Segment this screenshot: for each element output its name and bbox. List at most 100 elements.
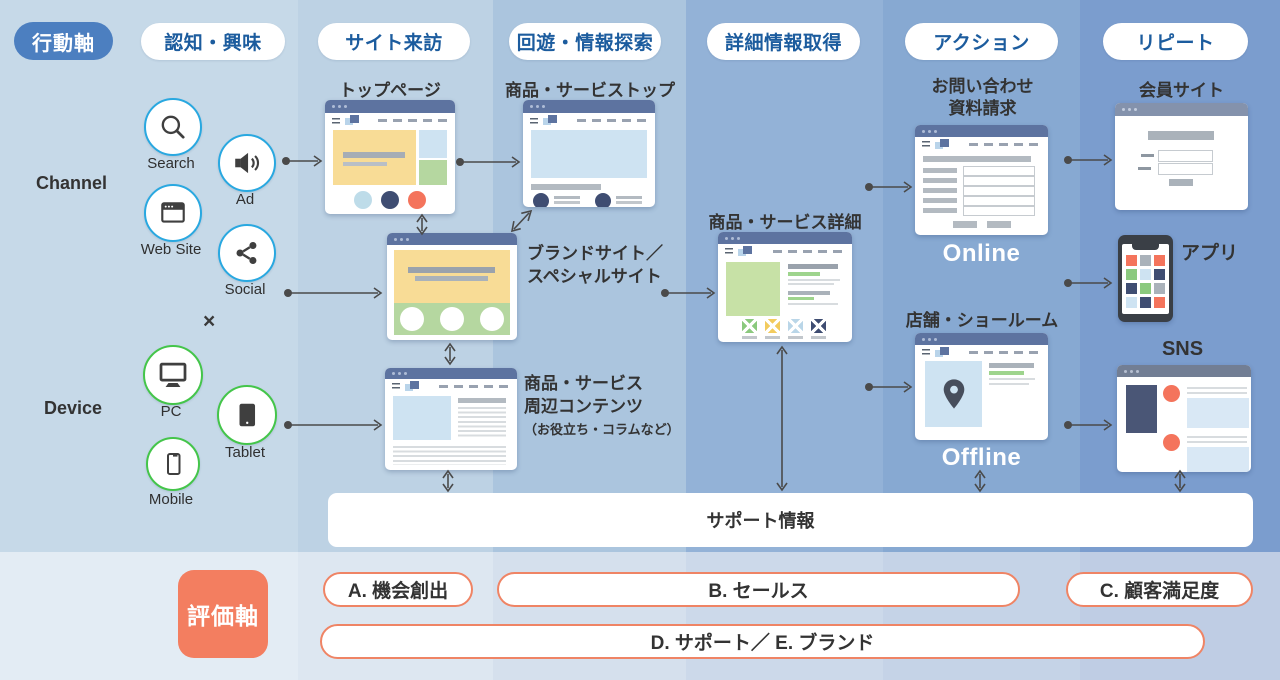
thumbnail-navy	[811, 319, 826, 333]
member-site-mockup	[1115, 103, 1248, 210]
sns-label: SNS	[1161, 338, 1204, 360]
form-label	[1138, 167, 1151, 170]
hero-text-line	[343, 162, 387, 166]
app-phone-mockup	[1118, 235, 1173, 322]
app-tile	[1126, 269, 1137, 280]
app-tile	[1140, 283, 1151, 294]
app-tile	[1154, 255, 1165, 266]
post-media	[1187, 398, 1249, 428]
caption-line	[765, 336, 780, 339]
thumbnail-yellow	[765, 319, 780, 333]
evaluation-pill-b: B. セールス	[497, 572, 1020, 607]
map-block	[925, 361, 982, 427]
app-tile	[1126, 283, 1137, 294]
hero-block	[531, 130, 647, 178]
caption-line	[811, 336, 826, 339]
device-label: Device	[44, 398, 103, 418]
stage-action: アクション	[905, 23, 1058, 60]
search-icon	[158, 112, 188, 142]
brand-site-line1: ブランドサイト／	[527, 244, 663, 263]
text-bar	[989, 363, 1034, 368]
form-input	[963, 176, 1035, 186]
social-channel	[218, 224, 276, 282]
site-logo	[345, 115, 359, 125]
nav-menu-dashes	[378, 119, 448, 122]
side-block	[419, 160, 447, 185]
menu-icon	[332, 118, 340, 124]
browser-titlebar	[385, 368, 517, 379]
accent-bar	[788, 272, 820, 276]
footer-circle	[440, 307, 464, 331]
form-label	[923, 198, 957, 203]
caption-line	[742, 336, 757, 339]
evaluation-pill-c: C. 顧客満足度	[1066, 572, 1253, 607]
app-tile	[1126, 255, 1137, 266]
nav-menu-dashes	[969, 351, 1039, 354]
column-browse-bg	[493, 0, 686, 552]
sns-mockup	[1117, 365, 1251, 472]
social-label: Social	[224, 281, 266, 298]
related-content-mockup	[385, 368, 517, 470]
app-tile	[1140, 297, 1151, 308]
app-tile	[1154, 297, 1165, 308]
product-image-block	[726, 262, 780, 316]
store-mockup	[915, 333, 1048, 440]
nav-menu-dashes	[439, 385, 509, 388]
nav-menu-dashes	[773, 250, 843, 253]
browser-icon	[158, 198, 188, 228]
evaluation-axis-badge: 評価軸	[178, 570, 268, 658]
stage-awareness: 認知・興味	[141, 23, 285, 60]
evaluation-pill-d: D. サポート／ E. ブランド	[320, 624, 1205, 659]
evaluation-pill-a: A. 機会創出	[323, 572, 473, 607]
feature-circle	[354, 191, 372, 209]
menu-icon	[392, 383, 400, 389]
feature-circle	[408, 191, 426, 209]
text-lines	[458, 407, 506, 438]
form-label	[923, 188, 957, 193]
speaker-icon	[232, 148, 262, 178]
app-tile	[1140, 269, 1151, 280]
related-content-line1: 商品・サービス	[524, 374, 643, 393]
contact-line2: 資料請求	[948, 99, 1017, 118]
browser-titlebar	[387, 233, 517, 245]
form-button	[987, 221, 1011, 228]
footer-circle	[480, 307, 504, 331]
stage-repeat: リピート	[1103, 23, 1248, 60]
text-bar	[531, 184, 601, 190]
app-tile	[1126, 297, 1137, 308]
support-info-bar: サポート情報	[328, 493, 1253, 547]
post-avatar	[1163, 434, 1180, 451]
tablet-label: Tablet	[224, 444, 266, 461]
browser-titlebar	[1115, 103, 1248, 116]
browser-titlebar	[718, 232, 852, 244]
form-button	[1169, 179, 1193, 186]
stage-site-visit: サイト来訪	[318, 23, 470, 60]
map-pin-icon	[941, 378, 967, 411]
online-label: Online	[942, 240, 1021, 267]
stage-browse-search: 回遊・情報探索	[509, 23, 661, 60]
store-label: 店舗・ショールーム	[905, 311, 1059, 330]
image-block	[393, 396, 451, 440]
multiply-symbol: ×	[203, 310, 216, 333]
browser-titlebar	[915, 125, 1048, 137]
form-input	[963, 206, 1035, 216]
form-label	[1141, 154, 1154, 157]
product-detail-mockup	[718, 232, 852, 342]
form-title-bar	[923, 156, 1031, 162]
product-top-mockup	[523, 100, 655, 207]
nav-menu-dashes	[969, 143, 1039, 146]
related-content-label: 商品・サービス 周辺コンテンツ （お役立ち・コラムなど）	[524, 372, 680, 441]
post-line	[1187, 441, 1247, 443]
title-bar	[1148, 131, 1214, 140]
form-label	[923, 168, 957, 173]
hero-text-line	[343, 152, 405, 158]
form-label	[923, 208, 957, 213]
brand-site-mockup	[387, 233, 517, 340]
text-line	[616, 196, 642, 199]
offline-label: Offline	[941, 444, 1022, 471]
top-page-label: トップページ	[339, 81, 441, 100]
accent-bar	[989, 371, 1024, 375]
brand-site-line2: スペシャルサイト	[527, 267, 662, 286]
side-block	[419, 130, 447, 158]
text-line	[989, 383, 1029, 385]
